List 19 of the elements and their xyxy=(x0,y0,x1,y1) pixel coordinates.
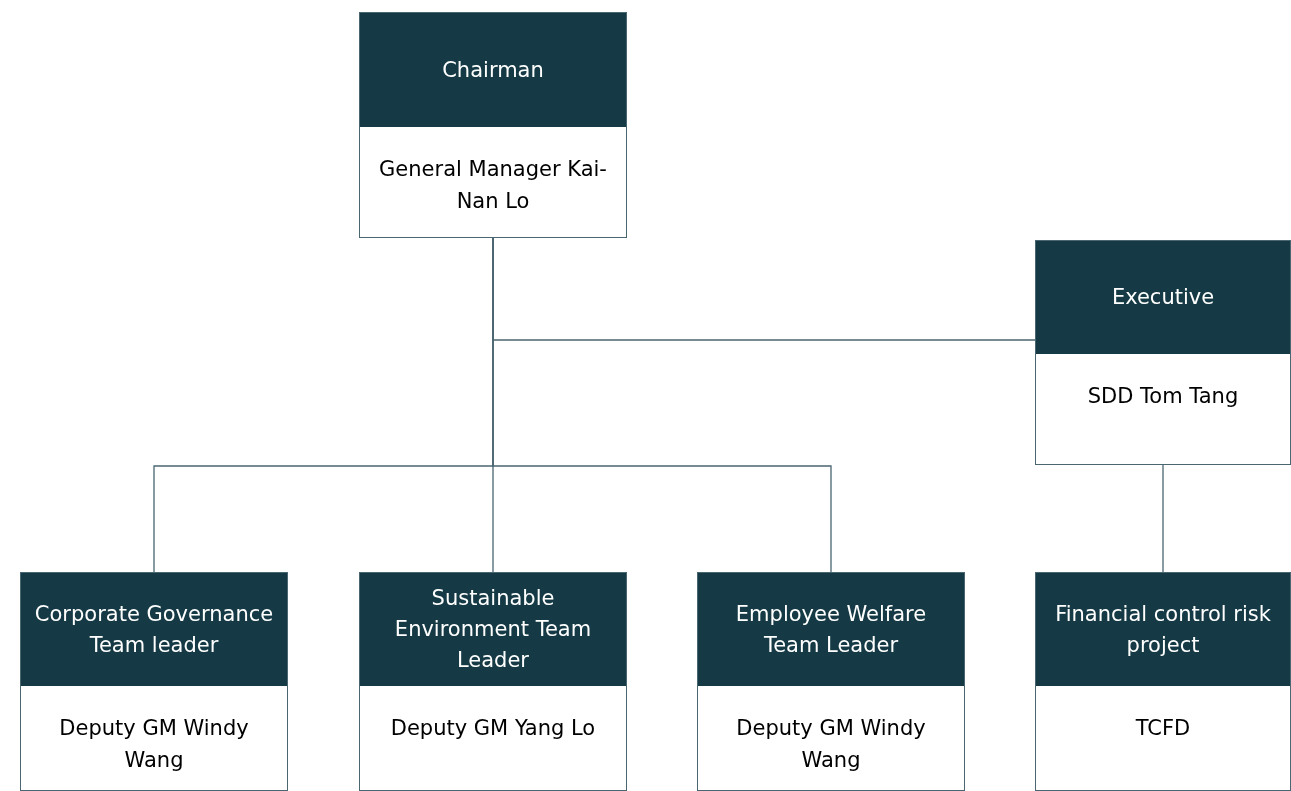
role-title: Financial control risk project xyxy=(1054,600,1272,659)
org-card xyxy=(20,572,288,791)
connector-line xyxy=(1162,464,1164,573)
org-card xyxy=(697,572,965,791)
role-title: Corporate Governance Team leader xyxy=(33,600,275,659)
person-name: Deputy GM Windy Wang xyxy=(58,715,250,774)
org-card xyxy=(1035,572,1291,791)
org-card xyxy=(359,572,627,791)
role-title: Executive xyxy=(1111,284,1215,311)
person-name: TCFD xyxy=(1135,715,1191,742)
role-title: Employee Welfare Team Leader xyxy=(734,600,928,659)
person-name: Deputy GM Windy Wang xyxy=(735,715,927,774)
org-card xyxy=(1035,240,1291,465)
role-title: Chairman xyxy=(442,56,544,84)
person-name: General Manager Kai-Nan Lo xyxy=(378,156,608,215)
person-name: Deputy GM Yang Lo xyxy=(390,715,596,742)
role-title: Sustainable Environment Team Leader xyxy=(393,585,593,674)
person-name: SDD Tom Tang xyxy=(1087,383,1239,410)
org-card xyxy=(359,12,627,238)
